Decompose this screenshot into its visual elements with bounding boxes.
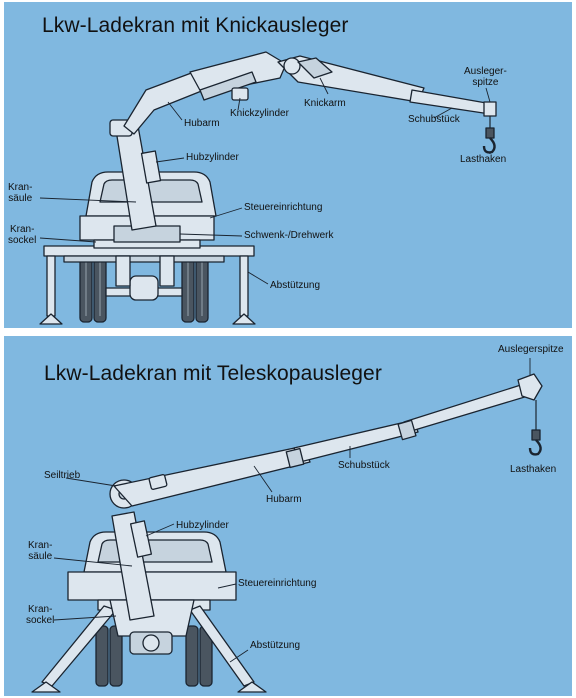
differential xyxy=(129,275,159,301)
label-kransockel-line1: Kran- xyxy=(9,224,35,235)
knick-pivot xyxy=(283,57,301,75)
label-kransockel-line1: Kran- xyxy=(27,604,53,615)
knickausleger-panel: Lkw-Ladekran mit Knickausleger Ausleger-… xyxy=(4,2,572,328)
label-steuereinrichtung: Steuereinrichtung xyxy=(238,578,317,589)
label-kransockel-line2: sockel xyxy=(8,235,37,246)
knickarm-joint xyxy=(297,57,333,79)
label-hubarm: Hubarm xyxy=(266,494,302,505)
teleskopausleger-diagram xyxy=(31,358,543,693)
label-knickzylinder: Knickzylinder xyxy=(230,108,289,119)
panel-title: Lkw-Ladekran mit Teleskopausleger xyxy=(44,362,382,385)
outrigger-leg-right xyxy=(189,605,255,687)
label-schwenkwerk: Schwenk-/Drehwerk xyxy=(244,230,334,241)
schubstueck xyxy=(409,89,493,115)
label-kransockel-line2: sockel xyxy=(26,615,55,626)
auslegerspitze xyxy=(483,101,497,117)
label-kransaeule-line1: Kran- xyxy=(8,182,33,193)
hubarm xyxy=(113,445,311,507)
rear-wheels xyxy=(95,625,213,687)
label-kransockel: Kran- sockel xyxy=(8,224,36,246)
truck-windshield xyxy=(97,539,213,563)
schwenkwerk xyxy=(113,225,181,243)
panel-title: Lkw-Ladekran mit Knickausleger xyxy=(42,14,349,37)
lasthaken-hook xyxy=(482,137,496,154)
steuereinrichtung-block xyxy=(67,571,237,601)
label-abstuetzung: Abstützung xyxy=(270,280,321,291)
teleskopausleger-panel: Lkw-Ladekran mit Teleskopausleger Ausleg… xyxy=(4,336,572,696)
outrigger-leg-right xyxy=(239,255,249,317)
label-kransaeule: Kran- säule xyxy=(28,540,52,562)
label-kransockel: Kran- sockel xyxy=(26,604,54,626)
hubzylinder xyxy=(129,520,153,558)
label-steuereinrichtung: Steuereinrichtung xyxy=(244,202,323,213)
label-kransaeule: Kran- säule xyxy=(8,182,32,204)
knickausleger-diagram xyxy=(39,51,497,325)
kransaeule xyxy=(111,511,155,621)
label-hubzylinder: Hubzylinder xyxy=(186,152,239,163)
support-cylinder-left xyxy=(115,255,131,287)
label-hubarm: Hubarm xyxy=(184,118,220,129)
schubstueck-2 xyxy=(403,383,529,433)
outrigger-foot-left xyxy=(39,313,63,325)
label-abstuetzung: Abstützung xyxy=(250,640,301,651)
support-cylinder-right xyxy=(159,255,175,287)
knickzylinder xyxy=(199,71,257,101)
outrigger-foot-left xyxy=(31,681,61,693)
outrigger-leg-left xyxy=(46,255,56,317)
label-kransaeule-line1: Kran- xyxy=(28,540,53,551)
outrigger-foot-right xyxy=(237,681,267,693)
label-schubstueck: Schubstück xyxy=(408,114,460,125)
label-auslegerspitze: Auslegerspitze xyxy=(498,344,564,355)
outrigger-foot-right xyxy=(232,313,256,325)
label-lasthaken: Lasthaken xyxy=(460,154,507,165)
label-kransaeule-line2: säule xyxy=(28,551,53,562)
label-kransaeule-line2: säule xyxy=(8,193,33,204)
hubzylinder xyxy=(140,150,162,184)
label-auslegerspitze-line2: spitze xyxy=(472,77,499,88)
auslegerspitze xyxy=(517,373,543,401)
label-seiltrieb: Seiltrieb xyxy=(44,470,81,481)
label-schubstueck: Schubstück xyxy=(338,460,390,471)
label-knickarm: Knickarm xyxy=(304,98,346,109)
lasthaken-hook xyxy=(528,439,542,456)
label-hubzylinder: Hubzylinder xyxy=(176,520,229,531)
label-auslegerspitze-line1: Ausleger- xyxy=(464,66,507,77)
label-auslegerspitze: Ausleger- spitze xyxy=(464,66,507,88)
label-lasthaken: Lasthaken xyxy=(510,464,557,475)
